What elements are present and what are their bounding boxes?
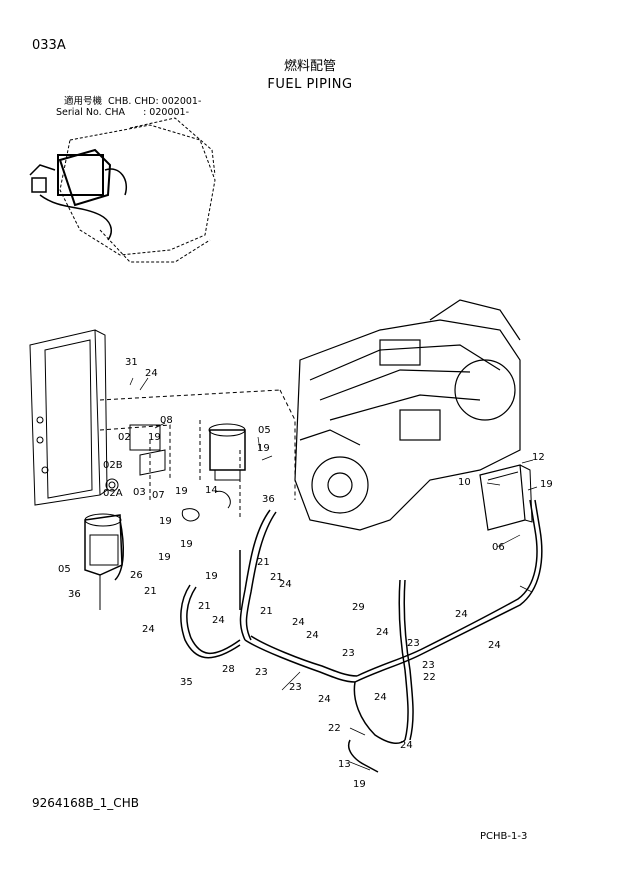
part-callout-31: 31 (125, 357, 138, 368)
part-callout-19: 19 (158, 552, 171, 563)
part-callout-19: 19 (257, 443, 270, 454)
part-callout-02A: 02A (103, 488, 123, 499)
part-callout-35: 35 (180, 677, 193, 688)
part-callout-23: 23 (342, 648, 355, 659)
fuel-hoses (114, 499, 543, 773)
part-callout-02: 02 (118, 432, 131, 443)
part-callout-02B: 02B (103, 460, 123, 471)
part-callout-28: 28 (222, 664, 235, 675)
part-callout-24: 24 (488, 640, 501, 651)
part-callout-22: 22 (328, 723, 341, 734)
part-callout-23: 23 (422, 660, 435, 671)
part-callout-24: 24 (292, 617, 305, 628)
part-callout-14: 14 (205, 485, 218, 496)
part-callout-05: 05 (58, 564, 71, 575)
part-callout-19: 19 (148, 432, 161, 443)
leader-lines (129, 377, 538, 771)
part-callout-24: 24 (145, 368, 158, 379)
part-callout-13: 13 (338, 759, 351, 770)
serial-line-1: 適用号機 CHB. CHD: 002001- (64, 96, 202, 107)
callout-labels: 31 24 08 02 05 19 02B 03 07 02A 19 14 19 36 19 12 10 19 06… (58, 357, 553, 790)
part-callout-24: 24 (306, 630, 319, 641)
part-callout-24: 24 (400, 740, 413, 751)
part-callout-12: 12 (532, 452, 545, 463)
part-callout-19: 19 (353, 779, 366, 790)
frame-panel (29, 329, 108, 506)
controller-box (479, 464, 533, 531)
part-callout-08: 08 (160, 415, 173, 426)
part-callout-06: 06 (492, 542, 505, 553)
part-callout-36: 36 (262, 494, 275, 505)
part-callout-24: 24 (142, 624, 155, 635)
part-callout-03: 03 (133, 487, 146, 498)
part-callout-24: 24 (279, 579, 292, 590)
part-callout-21: 21 (260, 606, 273, 617)
part-callout-07: 07 (152, 490, 165, 501)
part-callout-19: 19 (180, 539, 193, 550)
part-callout-10: 10 (458, 477, 471, 488)
engine-assembly (294, 299, 521, 531)
part-callout-19: 19 (175, 486, 188, 497)
part-callout-24: 24 (374, 692, 387, 703)
key-map-thumbnail (29, 117, 216, 263)
part-callout-05: 05 (258, 425, 271, 436)
part-callout-19: 19 (540, 479, 553, 490)
drawing-number: 9264168B_1_CHB (32, 796, 139, 810)
fuel-filter-left (84, 513, 123, 610)
part-callout-21: 21 (270, 572, 283, 583)
serial-line-2: Serial No. CHA : 020001- (56, 107, 189, 118)
bracket-parts (105, 424, 231, 522)
part-callout-21: 21 (144, 586, 157, 597)
part-callout-29: 29 (352, 602, 365, 613)
part-callout-23: 23 (289, 682, 302, 693)
part-callout-23: 23 (255, 667, 268, 678)
part-callout-21: 21 (257, 557, 270, 568)
part-callout-24: 24 (212, 615, 225, 626)
part-callout-24: 24 (318, 694, 331, 705)
part-callout-26: 26 (130, 570, 143, 581)
part-callout-23: 23 (407, 638, 420, 649)
part-callout-36: 36 (68, 589, 81, 600)
title-english: FUEL PIPING (267, 77, 353, 92)
part-callout-19: 19 (205, 571, 218, 582)
fuel-filter-main (208, 423, 246, 481)
page-code: 033A (32, 38, 66, 53)
page-reference: PCHB-1-3 (480, 831, 528, 842)
part-callout-22: 22 (423, 672, 436, 683)
title-japanese: 燃料配管 (283, 59, 336, 74)
part-callout-24: 24 (455, 609, 468, 620)
part-callout-21: 21 (198, 601, 211, 612)
part-callout-24: 24 (376, 627, 389, 638)
part-callout-19: 19 (159, 516, 172, 527)
